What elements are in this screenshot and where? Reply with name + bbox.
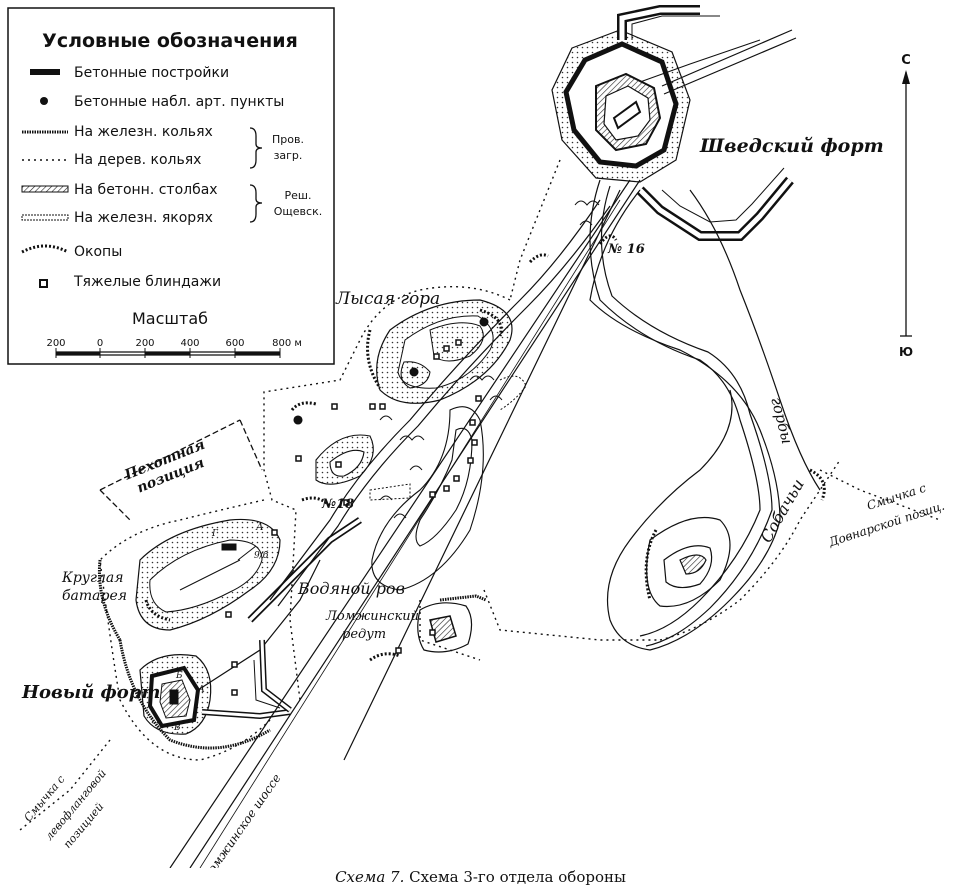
legend-label-trenches: Окопы: [74, 244, 122, 260]
new-fort: [139, 559, 321, 735]
legend-label-concrete-obs-points: Бетонные набл. арт. пункты: [74, 94, 284, 110]
lomzhin-redoubt-label-1: Ломжинский: [325, 609, 419, 624]
legend-label-grate-anchor: На железн. якорях: [74, 210, 213, 226]
new-fort-label: Новый форт: [21, 682, 160, 703]
north-label: С: [901, 53, 911, 68]
no16-label: № 16: [607, 242, 645, 257]
dugouts: [225, 339, 482, 696]
legend-label-dugouts: Тяжелые блиндажи: [73, 274, 221, 290]
lomzhin-redoubt: [369, 594, 487, 662]
scale-tick-2: 200: [135, 338, 154, 349]
scale-tick-4: 600: [225, 338, 244, 349]
concrete-buildings-symbol: [30, 69, 60, 75]
legend-label-grate-concrete: На бетонн. столбах: [74, 182, 218, 198]
scale-tick-3: 400: [180, 338, 199, 349]
roads: [169, 179, 641, 868]
map-caption: Схема 7. Схема 3-го отдела обороны: [0, 868, 961, 886]
lomzhin-redoubt-label-2: редут: [342, 627, 386, 642]
round-battery-label-1: Круглая: [61, 570, 124, 586]
swedish-fort-label: Шведский форт: [699, 135, 884, 157]
highway-label: Ломжинское шоссе: [198, 771, 283, 868]
caption-prefix: Схема 7.: [335, 868, 405, 886]
north-arrow: С Ю: [899, 53, 913, 359]
legend: Условные обозначения Бетонные постройки …: [7, 7, 335, 365]
letter-a1-label: А: [255, 522, 264, 533]
legend-title: Условные обозначения: [42, 30, 298, 52]
no9b-label: 9/б: [254, 550, 269, 561]
letter-b-label: Б: [175, 671, 183, 681]
south-label: Ю: [899, 345, 913, 359]
grate-concrete-symbol: [21, 185, 69, 193]
wire-obstacles: [19, 159, 941, 831]
scale-tick-0: 200: [46, 338, 65, 349]
scale-bar: [55, 348, 281, 358]
legend-label-wire-iron: На железн. кольях: [74, 124, 213, 140]
legend-label-wire-wood: На дерев. кольях: [74, 152, 201, 168]
terrain: [589, 179, 826, 651]
brace-wire-line1: Пров.: [272, 133, 304, 146]
trench-symbol: [21, 244, 69, 254]
legend-label-concrete-buildings: Бетонные постройки: [74, 65, 229, 81]
brace-wire-line2: загр.: [274, 149, 303, 162]
round-battery: [99, 419, 281, 631]
concrete-obs-point-symbol: [40, 97, 48, 105]
scale-tick-1: 0: [97, 338, 103, 349]
swedish-fort: [551, 5, 797, 241]
letter-a2-label: А: [197, 685, 205, 695]
brace-grate: [249, 184, 263, 223]
no18-label: №18: [321, 497, 354, 512]
caption-text: Схема 3-го отдела обороны: [409, 868, 626, 886]
letter-v-label: В: [173, 723, 181, 733]
grate-anchor-symbol: [21, 214, 69, 221]
defense-map: Условные обозначения Бетонные постройки …: [7, 5, 946, 868]
round-battery-label-2: батарея: [62, 588, 127, 604]
arrow-head-icon: [902, 70, 910, 84]
water-ditch-label: Водяной ров: [297, 579, 405, 598]
brace-grate-line1: Реш.: [285, 189, 312, 202]
brace-wire: [249, 127, 263, 169]
scale-title: Масштаб: [132, 309, 208, 328]
iron-stake-wire: [97, 559, 271, 750]
bald-mountain-label: Лысая гора: [335, 289, 440, 309]
letter-g-label: Г: [211, 529, 219, 539]
brace-grate-line2: Ощевск.: [274, 205, 322, 218]
scale-tick-5: 800 м: [272, 338, 302, 349]
dugout-symbol: [39, 279, 48, 288]
gorby-label: горбы: [767, 395, 796, 446]
sobachi-label: Собачьи: [756, 476, 808, 546]
